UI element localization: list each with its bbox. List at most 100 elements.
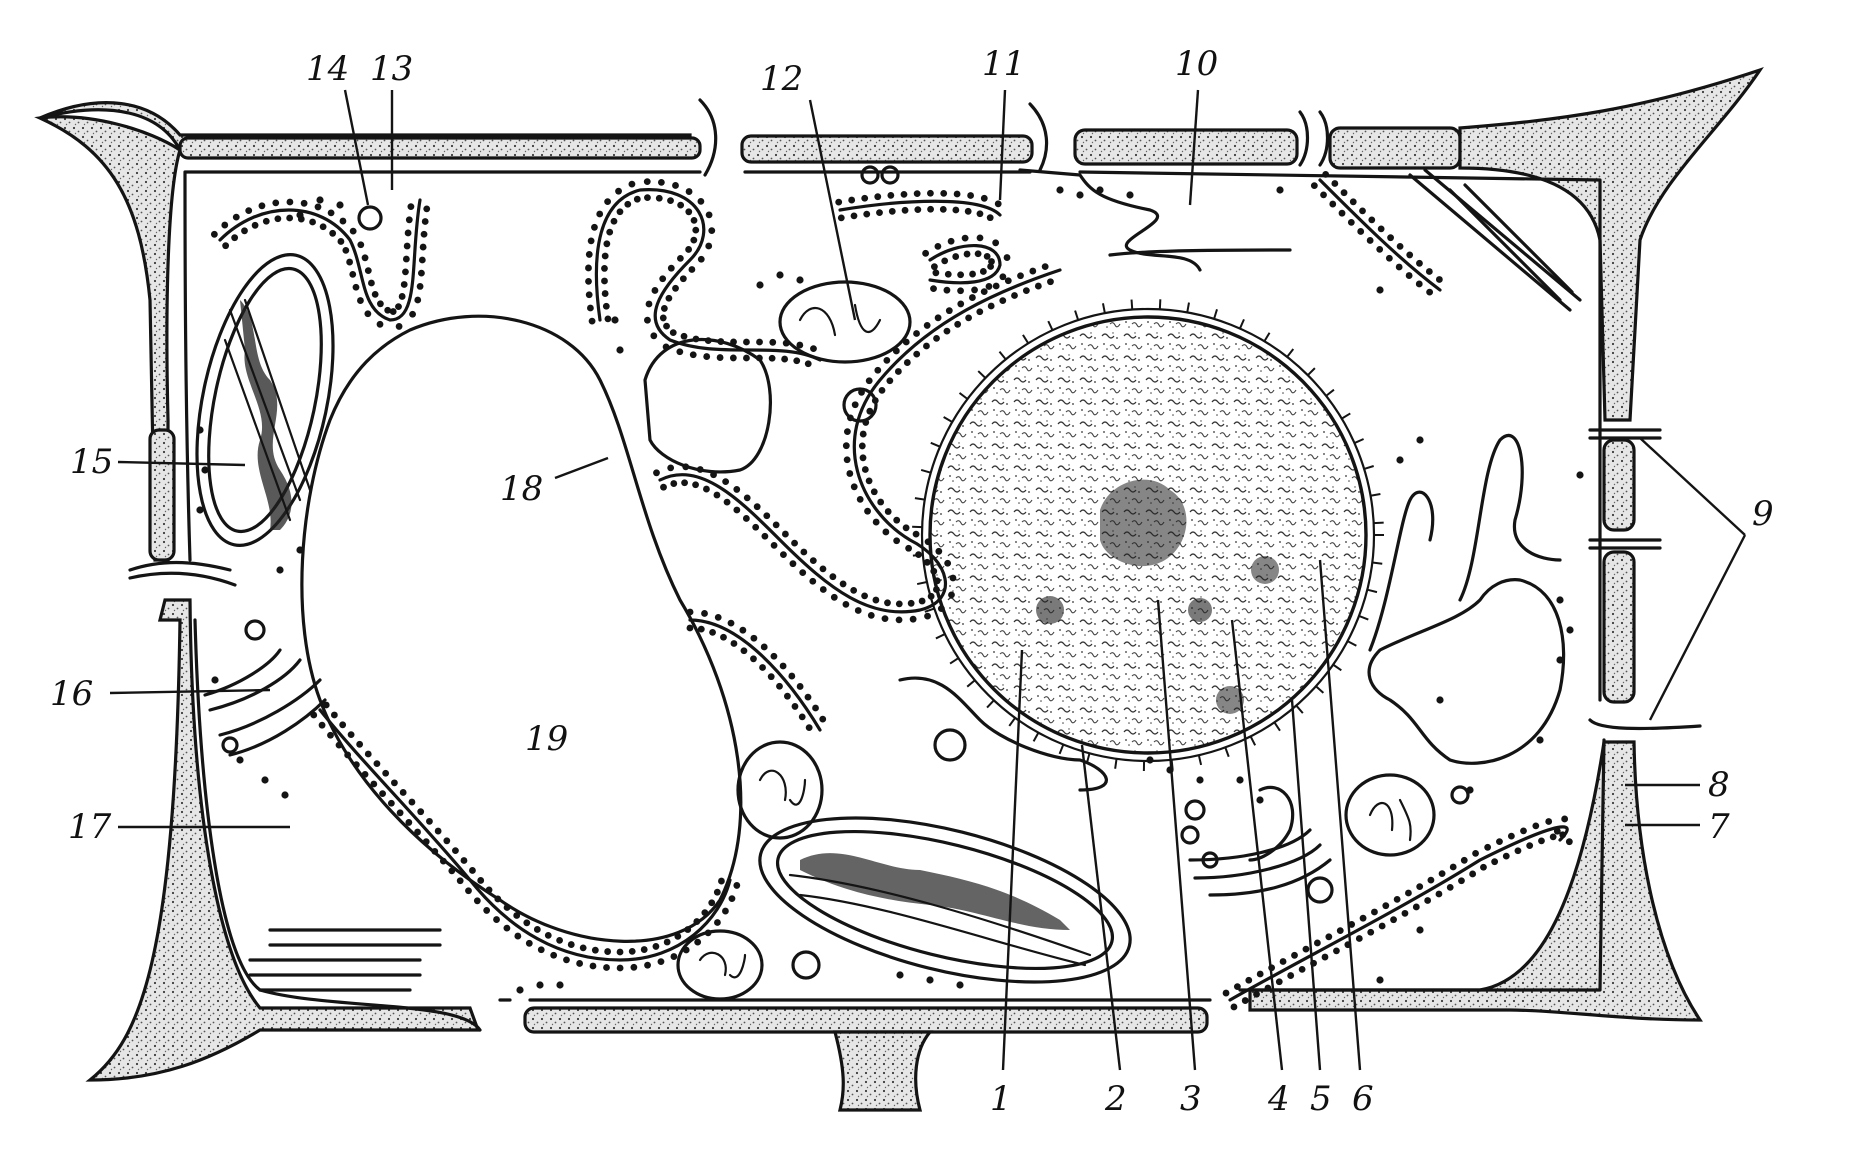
ribosome-bead: [687, 625, 694, 632]
ribosome-bead: [944, 328, 951, 335]
ribosome-bead: [782, 531, 789, 538]
ribosome-bead: [461, 857, 468, 864]
nuclear-pore-tick: [936, 634, 945, 638]
free-ribosome: [1076, 191, 1083, 198]
ribosome-bead: [860, 454, 867, 461]
ribosome-bead: [705, 929, 712, 936]
ribosome-bead: [1023, 287, 1030, 294]
ribosome-bead: [759, 664, 766, 671]
ribosome-bead: [866, 377, 873, 384]
nucleus: [912, 299, 1384, 771]
ribosome-bead: [1371, 909, 1378, 916]
free-ribosome: [956, 981, 963, 988]
ribosome-bead: [272, 200, 279, 207]
ribosome-bead: [874, 367, 881, 374]
ribosome-bead: [705, 337, 712, 344]
ribosome-bead: [1491, 858, 1498, 865]
ribosome-bead: [404, 243, 411, 250]
ribosome-bead: [641, 946, 648, 953]
ribosome-bead: [372, 291, 379, 298]
ribosome-bead: [913, 531, 920, 538]
nucleolus: [1100, 480, 1186, 566]
ribosome-bead: [356, 741, 363, 748]
ribosome-bead: [1526, 842, 1533, 849]
ribosome-bead: [1382, 902, 1389, 909]
ribosome-bead: [1311, 182, 1318, 189]
free-ribosome: [776, 271, 783, 278]
ribosome-bead: [603, 964, 610, 971]
ribosome-bead: [1337, 927, 1344, 934]
ribosome-bead: [896, 600, 903, 607]
ribosome-bead: [474, 897, 481, 904]
ribosome-bead: [603, 303, 610, 310]
ribosome-bead: [685, 208, 692, 215]
ribosome-bead: [1469, 871, 1476, 878]
leader-9a: [1640, 438, 1745, 535]
ribosome-bead: [805, 694, 812, 701]
ribosome-bead: [615, 188, 622, 195]
label-17: 17: [68, 807, 112, 847]
free-ribosome: [926, 976, 933, 983]
ribosome-bead: [861, 592, 868, 599]
ribosome-bead: [1322, 954, 1329, 961]
cell-wall-top-segment-2: [742, 136, 1032, 162]
ribosome-bead: [1004, 254, 1011, 261]
ribosome-bead: [928, 593, 935, 600]
ribosome-bead: [287, 199, 294, 206]
nuclear-pore-tick: [987, 700, 994, 707]
ribosome-bead: [634, 196, 641, 203]
nuclear-pore-tick: [1214, 309, 1217, 319]
ribosome-bead: [780, 551, 787, 558]
free-ribosome: [896, 971, 903, 978]
ribosome-bead: [1029, 268, 1036, 275]
ribosome-bead: [646, 301, 653, 308]
ribosome-bead: [1496, 838, 1503, 845]
cell-wall-top-segment-4: [1330, 128, 1460, 168]
ribosome-bead: [602, 290, 609, 297]
ribosome-bead: [545, 932, 552, 939]
ribosome-bead: [222, 242, 229, 249]
nuclear-pore-tick: [1348, 641, 1357, 646]
ribosome-bead: [722, 908, 729, 915]
ribosome-bead: [1428, 877, 1435, 884]
ribosome-bead: [776, 683, 783, 690]
ribosome-bead: [946, 307, 953, 314]
label-10: 10: [1175, 44, 1218, 84]
ribosome-bead: [309, 219, 316, 226]
ribosome-bead: [514, 933, 521, 940]
ribosome-bead: [843, 442, 850, 449]
ribosome-bead: [670, 329, 677, 336]
ribosome-bead: [221, 222, 228, 229]
ribosome-bead: [797, 683, 804, 690]
ribosome-bead: [698, 198, 705, 205]
ribosome-bead: [935, 548, 942, 555]
ribosome-bead: [418, 270, 425, 277]
cell-wall-top-segment-3: [1075, 130, 1297, 164]
label-4: 4: [1267, 1079, 1290, 1119]
nuclear-pore-tick: [917, 582, 927, 584]
ribosome-bead: [1538, 837, 1545, 844]
ribosome-bead: [984, 253, 991, 260]
ribosome-bead: [750, 635, 757, 642]
ribosome-bead: [805, 360, 812, 367]
ribosome-bead: [676, 348, 683, 355]
ribosome-bead: [357, 297, 364, 304]
ribosome-bead: [1484, 844, 1491, 851]
nuclear-pore-tick: [950, 658, 958, 663]
ribosome-bead: [913, 330, 920, 337]
ribosome-bead: [672, 285, 679, 292]
nuclear-pore-tick: [931, 443, 940, 447]
ribosome-bead: [423, 838, 430, 845]
ribosome-bead: [923, 343, 930, 350]
ribosome-bead: [783, 340, 790, 347]
ribosome-bead: [950, 575, 957, 582]
ribosome-bead: [526, 940, 533, 947]
ribosome-bead: [661, 305, 668, 312]
ribosome-bead: [604, 948, 611, 955]
ribosome-bead: [401, 281, 408, 288]
ribosome-bead: [927, 206, 934, 213]
ribosome-bead: [1436, 891, 1443, 898]
ribosome-bead: [301, 200, 308, 207]
ribosome-bead: [800, 549, 807, 556]
